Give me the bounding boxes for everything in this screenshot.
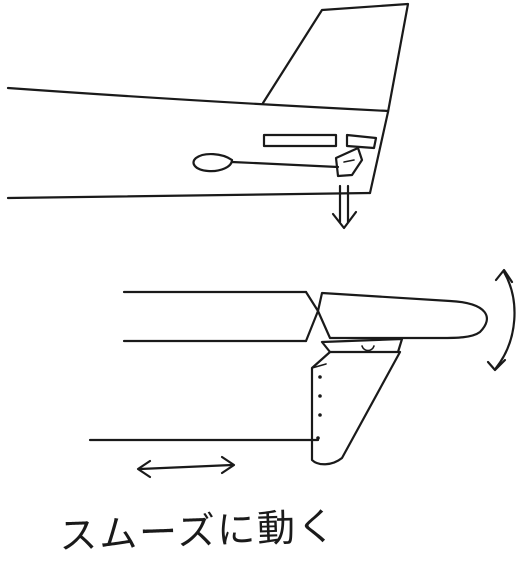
boom-end <box>304 290 320 343</box>
upper-slot <box>262 133 338 148</box>
fuselage-top-edge <box>6 86 390 113</box>
vertical-fin <box>261 2 410 114</box>
horizontal-stabilizer <box>316 291 488 340</box>
pushrod-loop <box>192 153 234 173</box>
rotation-arrow-icon <box>486 268 516 372</box>
down-arrow-icon <box>331 184 358 230</box>
tail-section-top <box>6 2 410 200</box>
pushrod <box>230 160 340 169</box>
hinge-block <box>320 337 404 354</box>
rudder-blade <box>310 350 402 466</box>
hinge-dot-2 <box>318 394 322 398</box>
caption-text: スムーズに動く <box>58 504 338 558</box>
slide-arrow-icon <box>136 455 236 479</box>
rudder-leading-edge <box>311 363 327 369</box>
hinge-dot-3 <box>318 413 322 417</box>
upper-hinge-block <box>345 133 378 150</box>
tail-rear-edge <box>368 110 390 195</box>
fuselage-bottom-edge <box>6 191 372 200</box>
control-horn-detail <box>343 159 355 163</box>
control-horn <box>334 146 364 178</box>
hinge-pin <box>361 345 375 352</box>
rudder-detail <box>88 290 488 466</box>
hinge-dot-1 <box>318 375 322 379</box>
